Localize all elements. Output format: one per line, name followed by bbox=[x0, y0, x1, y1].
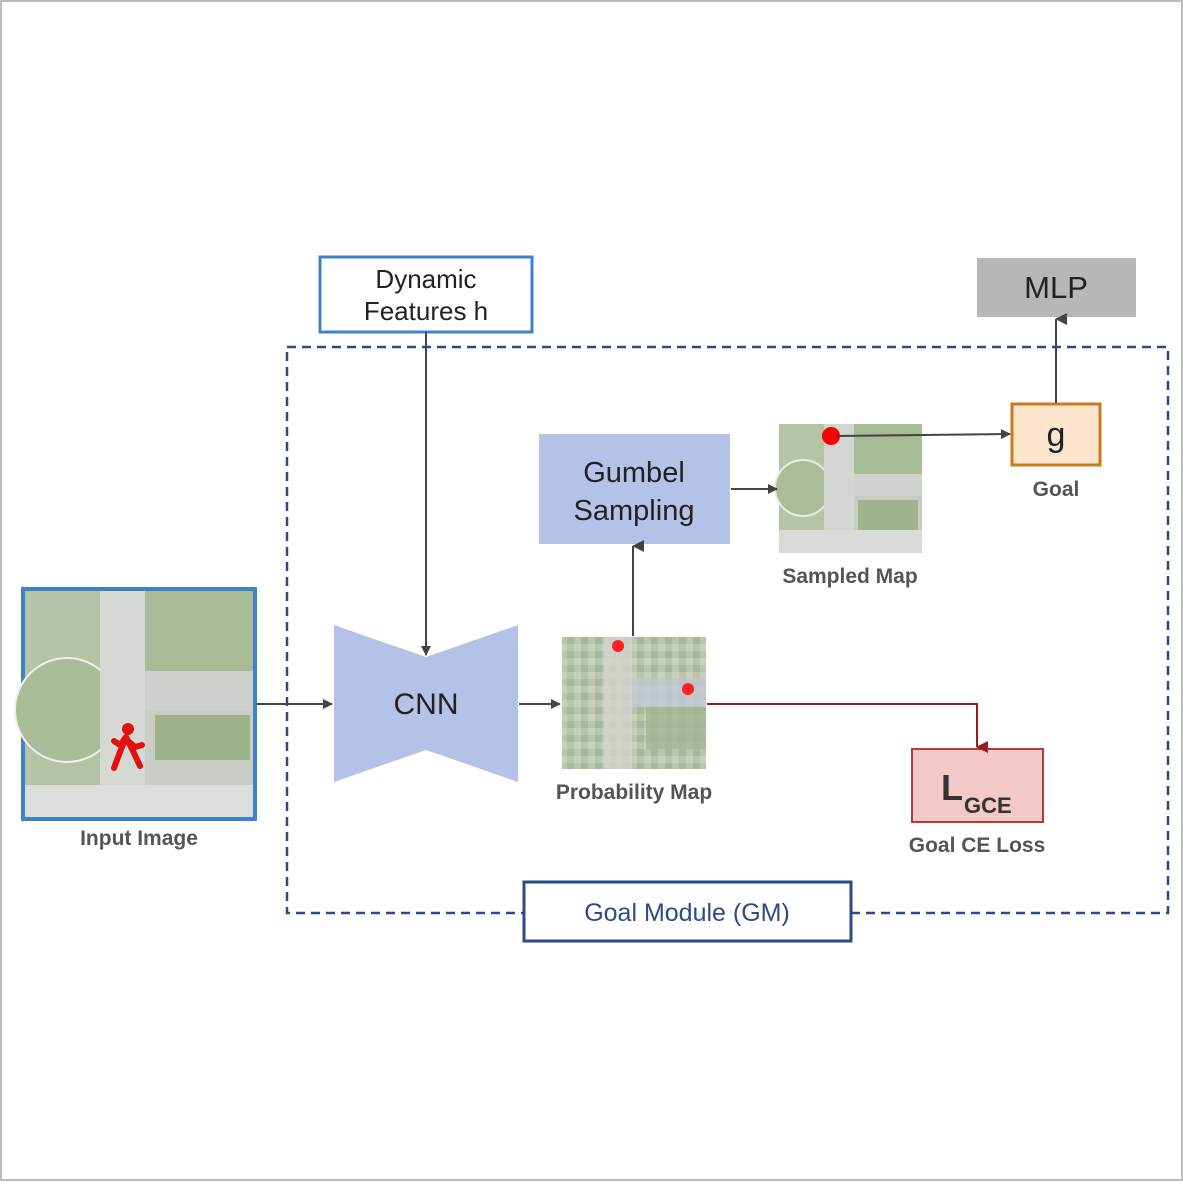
gumbel-line1: Gumbel bbox=[583, 457, 685, 489]
probability-map-caption: Probability Map bbox=[556, 781, 712, 804]
goal-marker-dot bbox=[822, 427, 840, 445]
loss-caption: Goal CE Loss bbox=[909, 834, 1046, 857]
cnn-block: CNN bbox=[334, 625, 518, 782]
loss-subscript: GCE bbox=[964, 793, 1012, 818]
mlp-box: MLP bbox=[977, 258, 1136, 317]
input-image-caption: Input Image bbox=[80, 827, 198, 850]
probability-map-image bbox=[562, 637, 706, 769]
dynamic-features-line2: Features h bbox=[364, 296, 488, 326]
pedestrian-icon bbox=[111, 723, 145, 771]
goal-box: g bbox=[1010, 402, 1102, 467]
dynamic-features-box: Dynamic Features h bbox=[318, 255, 534, 334]
mlp-label: MLP bbox=[1024, 270, 1088, 305]
sampled-map-caption: Sampled Map bbox=[782, 565, 917, 588]
gumbel-line2: Sampling bbox=[574, 495, 695, 527]
input-image bbox=[14, 587, 257, 821]
goal-module-region bbox=[285, 345, 1170, 915]
arrow-probmap-to-loss bbox=[707, 703, 988, 753]
dynamic-features-line1: Dynamic bbox=[375, 264, 476, 294]
loss-symbol: L bbox=[941, 767, 963, 808]
sampled-map-image bbox=[774, 424, 922, 553]
goal-caption: Goal bbox=[1033, 478, 1080, 501]
loss-box: L GCE bbox=[911, 748, 1044, 823]
goal-symbol: g bbox=[1047, 416, 1066, 454]
arrow-sampled-to-goal bbox=[835, 429, 1011, 440]
goal-module-label: Goal Module (GM) bbox=[584, 899, 790, 927]
goal-module-label-box: Goal Module (GM) bbox=[522, 880, 853, 943]
cnn-label: CNN bbox=[394, 688, 459, 721]
gumbel-sampling-box: Gumbel Sampling bbox=[539, 434, 730, 544]
